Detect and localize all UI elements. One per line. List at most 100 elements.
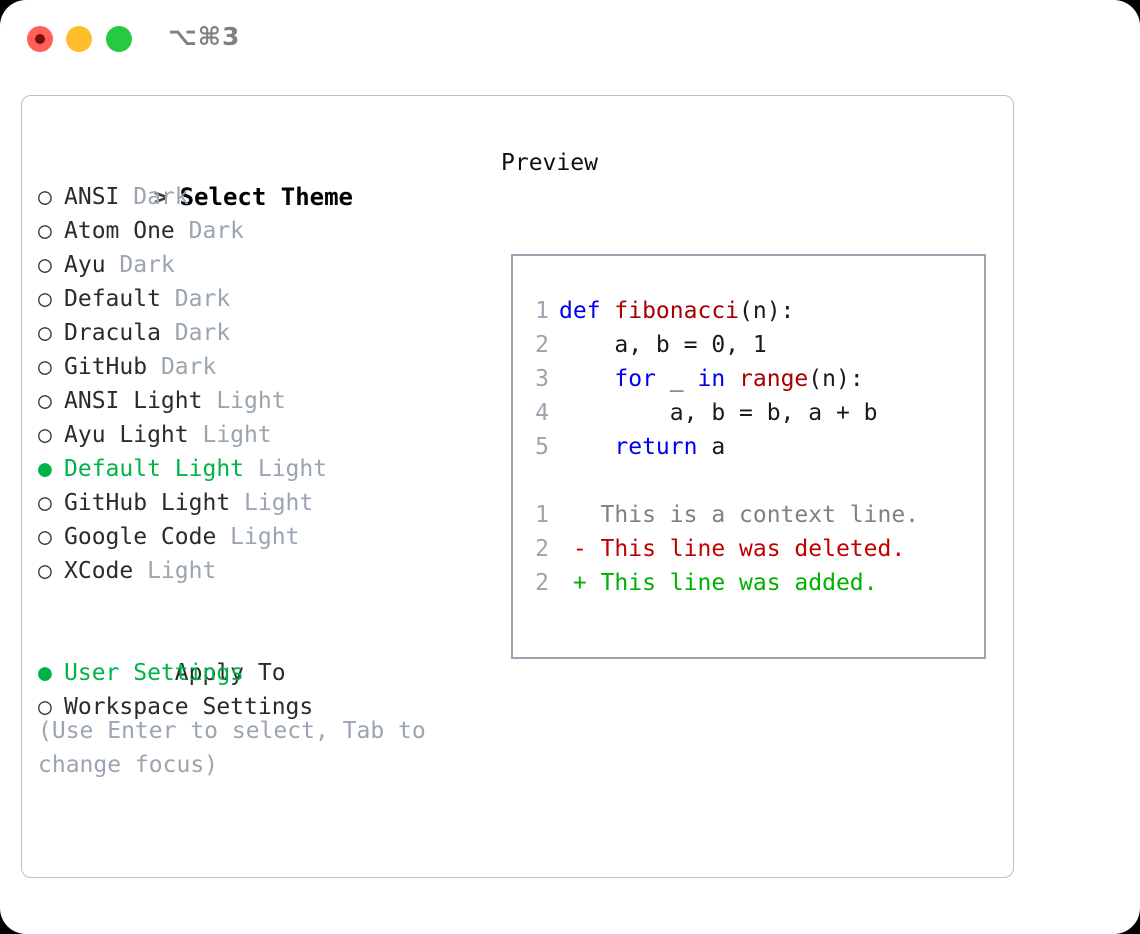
code-diff-separator [527,464,919,498]
close-button[interactable] [27,26,53,52]
theme-variant: Light [216,524,300,550]
code-token: fibonacci [614,298,740,324]
minimize-button[interactable] [66,26,92,52]
code-line: 4 a, b = b, a + b [527,396,919,430]
code-indent [559,400,670,426]
code-token: def [559,298,615,324]
theme-name: ANSI Light [64,388,203,414]
theme-variant: Light [188,422,272,448]
code-token: in [697,366,740,392]
theme-variant: Dark [147,354,217,380]
theme-picker-panel: >Select Theme ○ANSI Dark○Atom One Dark○A… [21,95,1014,878]
theme-name: Default Light [64,456,245,482]
code-token: return [614,434,712,460]
radio-unselected-icon: ○ [38,354,52,380]
apply-to-label: User Settings [64,660,245,686]
code-line: 2 a, b = 0, 1 [527,328,919,362]
code-token: _ [669,366,698,392]
code-token: a, b = 0, 1 [614,332,767,358]
code-token: a, b = b, a + b [669,400,878,426]
diff-line-text: - This line was deleted. [559,536,906,562]
title-bar: ⌥⌘3 [0,0,1140,78]
theme-name: GitHub [64,354,148,380]
apply-to-option[interactable]: ● User Settings [38,656,478,690]
code-indent [559,366,614,392]
code-token: a [711,434,726,460]
theme-variant: Dark [160,286,231,312]
code-indent [559,332,614,358]
keyboard-shortcut-label: ⌥⌘3 [168,22,241,51]
code-indent [559,434,614,460]
preview-title: Preview [501,150,598,176]
theme-name: Dracula [64,320,161,346]
radio-unselected-icon: ○ [38,388,52,414]
apply-to-header: Apply To [38,622,478,686]
code-line: 5 return a [527,430,919,464]
theme-name: ANSI [64,184,120,210]
theme-variant: Light [202,388,286,414]
code-token: (n): [808,366,864,392]
diff-line-text: This is a context line. [559,502,920,528]
line-number: 2 [535,332,549,358]
theme-variant: Light [230,490,314,516]
line-number: 1 [535,502,549,528]
theme-variant: Dark [105,252,175,278]
theme-list-item[interactable]: ○XCode Light [38,554,478,588]
maximize-button[interactable] [106,26,132,52]
radio-unselected-icon: ○ [38,184,52,210]
theme-list-item[interactable]: ○ GitHub Dark [38,350,478,384]
theme-list-item[interactable]: ○ Default Dark [38,282,478,316]
theme-variant: Dark [174,218,245,244]
apply-to-title: Apply To [174,660,286,686]
theme-name: Default [64,286,161,312]
theme-list-item[interactable]: ○ Atom One Dark [38,214,478,248]
code-token: (n): [739,298,795,324]
theme-variant: Dark [119,184,189,210]
line-number: 2 [535,536,549,562]
radio-unselected-icon: ○ [38,558,52,584]
keyboard-hint-text: (Use Enter to select, Tab to change focu… [38,718,426,778]
theme-name: XCode [64,558,134,584]
diff-line: 2 - This line was deleted. [527,532,919,566]
radio-unselected-icon: ○ [38,490,52,516]
theme-name: Ayu [64,252,106,278]
radio-unselected-icon: ○ [38,422,52,448]
code-token: range [739,366,809,392]
theme-variant: Light [244,456,328,482]
theme-list-item[interactable]: ●Default Light Light [38,452,478,486]
theme-list-header: >Select Theme [38,146,478,211]
line-number: 3 [535,366,549,392]
radio-unselected-icon: ○ [38,252,52,278]
theme-list-item[interactable]: ○Google Code Light [38,520,478,554]
theme-list-item[interactable]: ○GitHub Light Light [38,486,478,520]
theme-variant: Dark [160,320,231,346]
line-number: 5 [535,434,549,460]
code-line: 3 for _ in range(n): [527,362,919,396]
apply-to-option[interactable]: ○ Workspace Settings [38,690,478,724]
radio-unselected-icon: ○ [38,218,52,244]
diff-line: 2 + This line was added. [527,566,919,600]
theme-list-item[interactable]: ○Ayu Light Light [38,418,478,452]
line-number: 4 [535,400,549,426]
radio-unselected-icon: ○ [38,286,52,312]
radio-unselected-icon: ○ [38,694,52,720]
diff-line: 1 This is a context line. [527,498,919,532]
diff-line-text: + This line was added. [559,570,878,596]
theme-list-item[interactable]: ○ ANSI Light Light [38,384,478,418]
theme-list-column: >Select Theme ○ANSI Dark○Atom One Dark○A… [38,146,478,724]
line-number: 1 [535,298,549,324]
theme-list-title: Select Theme [179,183,353,211]
list-spacer [38,588,478,622]
theme-list-item[interactable]: ○Dracula Dark [38,316,478,350]
theme-list-item[interactable]: ○ Ayu Dark [38,248,478,282]
line-number: 2 [535,570,549,596]
code-line: 1 def fibonacci(n): [527,294,919,328]
theme-list-item[interactable]: ○ ANSI Dark [38,180,478,214]
radio-selected-icon: ● [38,660,52,686]
theme-name: Atom One [64,218,175,244]
apply-to-label: Workspace Settings [64,694,314,720]
code-token: for [614,366,670,392]
